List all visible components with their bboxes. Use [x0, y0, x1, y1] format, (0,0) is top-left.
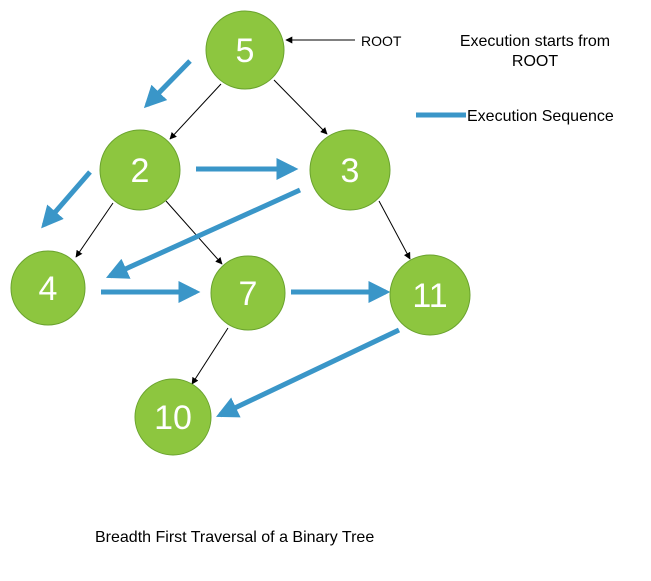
edge-5-3: [273, 79, 328, 135]
node-label: 10: [154, 399, 192, 437]
legend: Execution Sequence: [416, 108, 614, 125]
root-label: ROOT: [361, 33, 402, 49]
node-label: 4: [39, 270, 58, 308]
edge-2-7: [165, 200, 223, 265]
node-3: 3: [309, 129, 391, 211]
sequence-arrows: [41, 59, 401, 418]
edge-3-11: [378, 200, 411, 260]
tree-edges: [75, 79, 411, 385]
node-5: 5: [205, 10, 285, 90]
edge-2-4: [75, 202, 114, 258]
node-10: 10: [134, 378, 212, 456]
note-line-1: Execution starts from: [460, 33, 610, 50]
seq-arrow-3-4: [105, 187, 302, 279]
node-label: 11: [412, 277, 447, 315]
tree-nodes: 5 2 3 4 7 11 10: [10, 10, 471, 456]
node-7: 7: [210, 255, 286, 331]
seq-arrow-into-2: [143, 59, 192, 109]
node-4: 4: [10, 250, 86, 326]
node-label: 5: [236, 32, 255, 70]
node-11: 11: [389, 254, 471, 336]
node-label: 7: [239, 275, 258, 313]
node-label: 3: [341, 152, 360, 190]
seq-arrow-into-4: [41, 170, 92, 229]
note-line-2: ROOT: [512, 53, 558, 70]
node-label: 2: [131, 152, 150, 190]
edge-5-2: [169, 83, 222, 140]
node-2: 2: [99, 129, 181, 211]
seq-arrow-11-10: [216, 327, 401, 418]
legend-label: Execution Sequence: [467, 108, 614, 125]
diagram-title: Breadth First Traversal of a Binary Tree: [95, 529, 374, 546]
edge-7-10: [191, 327, 229, 385]
